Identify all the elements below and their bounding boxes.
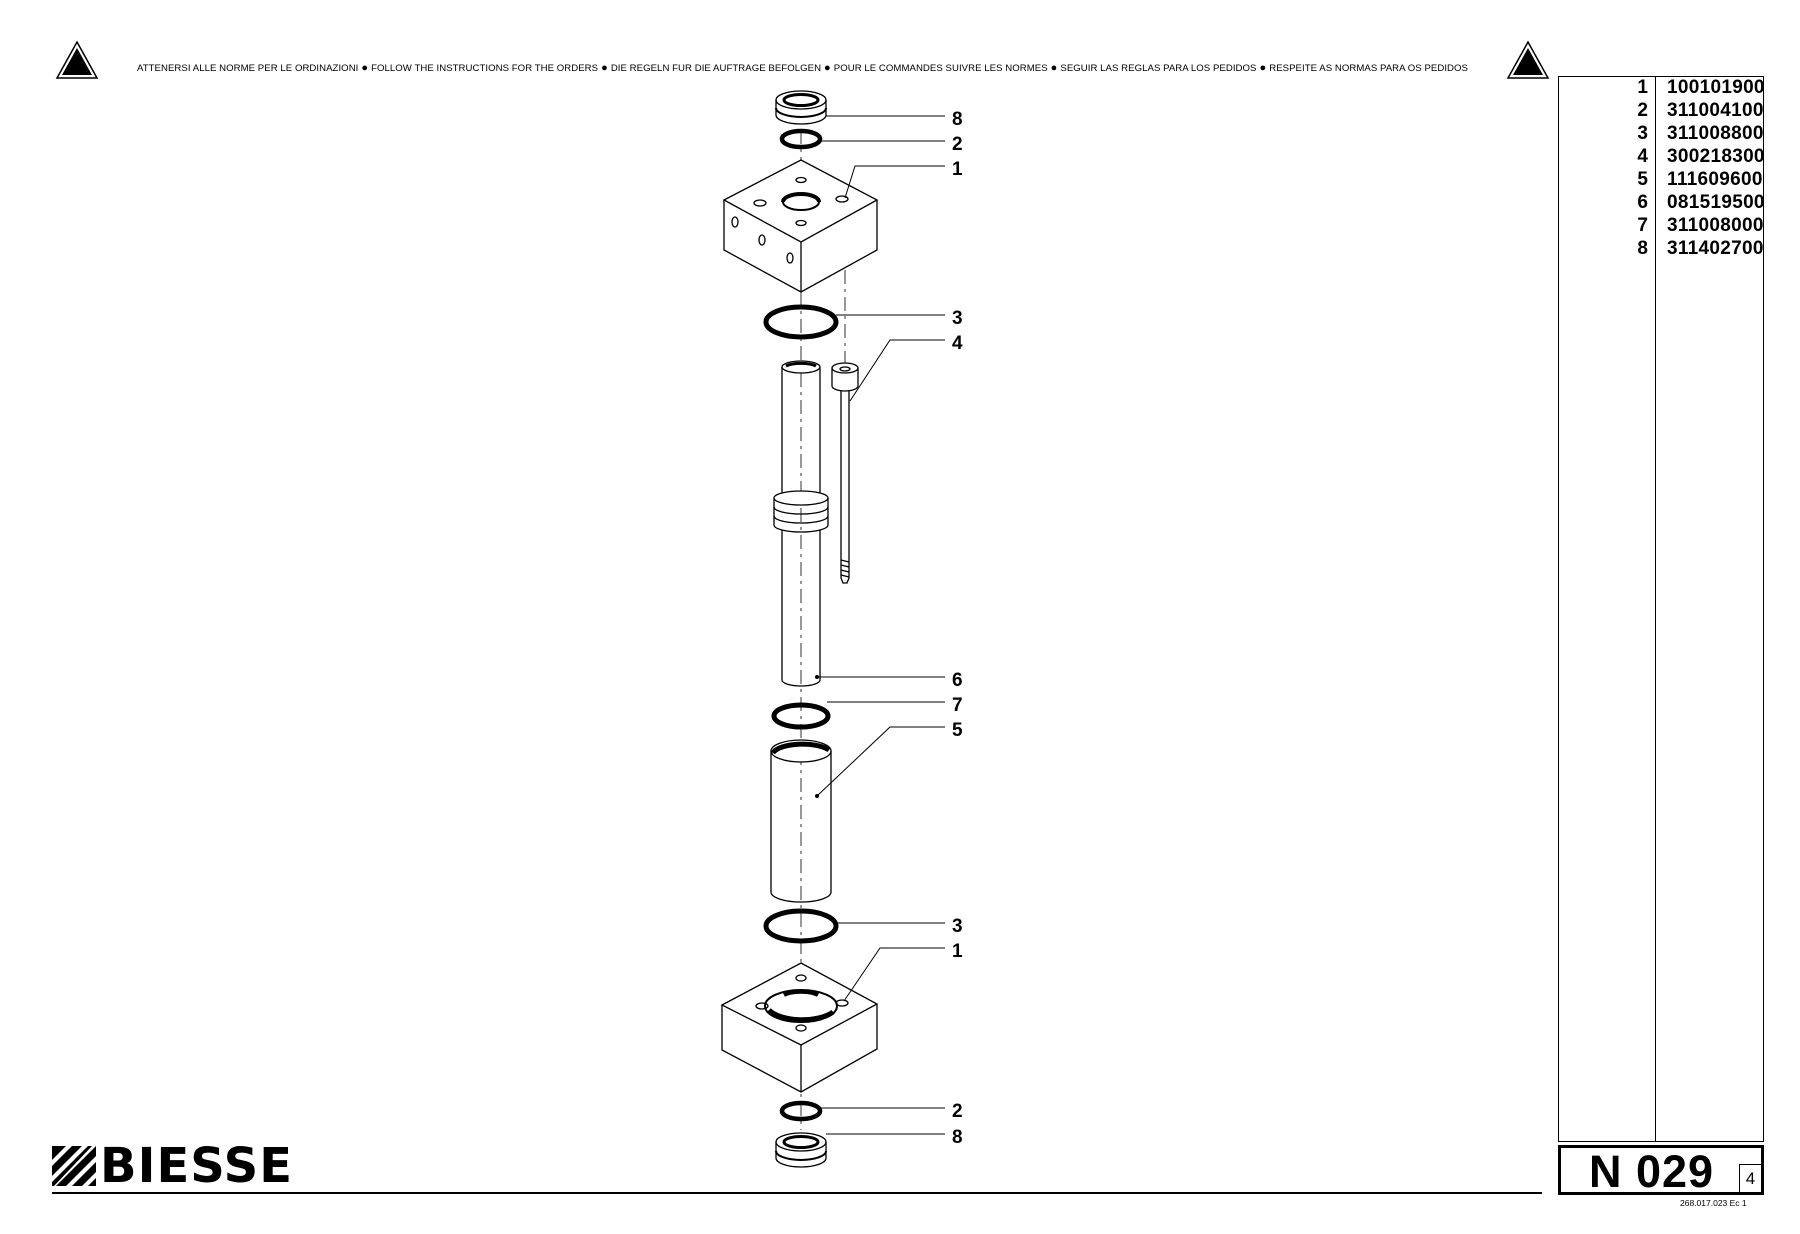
notice-it: ATTENERSI ALLE NORME PER LE ORDINAZIONI — [136, 63, 359, 74]
notice-pt: RESPEITE AS NORMAS PARA OS PEDIDOS — [1269, 63, 1468, 74]
middle-ring — [771, 702, 831, 730]
part-position: 3 — [1637, 123, 1648, 144]
callout-2-bottom: 2 — [952, 1101, 963, 1122]
rod — [773, 360, 829, 687]
notice-de: DIE REGELN FUR DIE AUFTRAGE BEFOLGEN — [610, 63, 822, 74]
callout-6: 6 — [952, 670, 963, 691]
callout-7: 7 — [952, 695, 963, 716]
column-divider — [1655, 77, 1656, 1141]
part-position: 4 — [1637, 146, 1648, 167]
part-code: 311004100 — [1667, 100, 1764, 121]
brand-name: BIESSE — [100, 1138, 294, 1194]
footer-rule — [52, 1192, 1542, 1194]
leader-lines — [816, 115, 945, 1135]
notice-es: SEGUIR LAS REGLAS PARA LOS PEDIDOS — [1060, 63, 1257, 74]
callout-3-bottom: 3 — [952, 916, 963, 937]
part-position: 8 — [1637, 238, 1648, 259]
leader-dot — [815, 675, 819, 679]
part-position: 6 — [1637, 192, 1648, 213]
callout-3-top: 3 — [952, 308, 963, 329]
warning-triangle-icon — [55, 40, 99, 79]
callout-1-top: 1 — [952, 159, 963, 180]
part-row: 7 311008000 — [1559, 215, 1765, 238]
part-row: 2 311004100 — [1559, 100, 1765, 123]
part-row: 3 311008800 — [1559, 123, 1765, 146]
notice-fr: POUR LE COMMANDES SUIVRE LES NORMES — [833, 63, 1048, 74]
document-code: 268.017.023 Ec 1 — [1680, 1198, 1747, 1208]
callout-5: 5 — [952, 720, 963, 741]
block-bottom — [720, 962, 879, 1093]
block-top — [722, 159, 879, 293]
ring-cap-top — [775, 90, 827, 125]
bullet-separator: ● — [1050, 62, 1058, 74]
leader-dot — [815, 794, 819, 798]
part-code: 311402700 — [1667, 238, 1764, 259]
large-ring-bottom — [763, 908, 839, 944]
callout-8-top: 8 — [952, 109, 963, 130]
part-code: 081519500 — [1667, 192, 1765, 213]
part-code: 111609600 — [1667, 169, 1763, 190]
part-position: 2 — [1637, 100, 1648, 121]
leader-line — [849, 339, 945, 402]
page-code-box: N 029 4 — [1558, 1145, 1764, 1197]
sleeve — [770, 739, 832, 903]
ring-cap-bottom — [775, 1132, 827, 1168]
small-ring-top — [779, 128, 823, 150]
part-code: 311008000 — [1667, 215, 1764, 236]
part-row: 5 111609600 — [1559, 169, 1765, 192]
leader-line — [844, 165, 945, 199]
part-row: 4 300218300 — [1559, 146, 1765, 169]
small-ring-bottom — [779, 1100, 823, 1122]
parts-list-table: 1 100101900 2 311004100 3 311008800 4 30… — [1558, 76, 1765, 1142]
part-code: 311008800 — [1667, 123, 1764, 144]
part-code: 100101900 — [1667, 77, 1765, 98]
callout-8-bottom: 8 — [952, 1127, 963, 1148]
order-instructions-text: ATTENERSI ALLE NORME PER LE ORDINAZIONI●… — [105, 62, 1500, 74]
callout-4: 4 — [952, 333, 963, 354]
leader-line — [843, 947, 945, 1002]
page-code: N 029 — [1589, 1146, 1715, 1197]
warning-triangle-icon — [1506, 40, 1550, 79]
screw — [831, 362, 859, 584]
part-row: 6 081519500 — [1559, 192, 1765, 215]
sheet-number: 4 — [1739, 1164, 1761, 1192]
part-position: 5 — [1637, 169, 1648, 190]
brand-mark-icon — [52, 1146, 96, 1186]
part-row: 1 100101900 — [1559, 77, 1765, 100]
order-notice-bar: ATTENERSI ALLE NORME PER LE ORDINAZIONI●… — [55, 40, 1550, 82]
bullet-separator: ● — [601, 62, 608, 74]
part-position: 7 — [1637, 215, 1648, 236]
part-position: 1 — [1637, 77, 1648, 98]
large-ring-top — [763, 304, 839, 340]
bullet-separator: ● — [1259, 62, 1267, 74]
part-row: 8 311402700 — [1559, 238, 1765, 261]
part-code: 300218300 — [1667, 146, 1765, 167]
callout-1-bottom: 1 — [952, 941, 963, 962]
bullet-separator: ● — [824, 62, 831, 74]
callout-2-top: 2 — [952, 134, 963, 155]
notice-en: FOLLOW THE INSTRUCTIONS FOR THE ORDERS — [371, 63, 599, 74]
brand-logo: BIESSE — [52, 1142, 293, 1190]
bullet-separator: ● — [361, 62, 369, 74]
leader-line — [816, 726, 945, 797]
